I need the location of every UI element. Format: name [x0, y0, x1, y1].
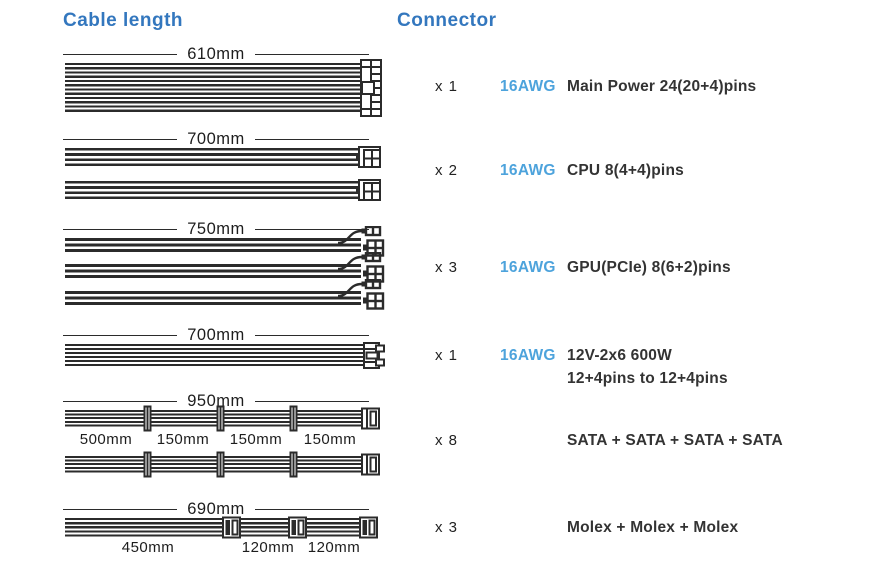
dim-dash-right: [254, 53, 369, 55]
atx-24pin-connector-icon: [360, 59, 382, 117]
connector-row-sata: x 8 SATA + SATA + SATA + SATA: [397, 432, 887, 452]
sata-inline-connector-icon: [288, 451, 299, 478]
dim-text: 750mm: [187, 219, 245, 238]
12v-2x6-cable: [65, 344, 365, 366]
connector-description: 12V-2x6 600W: [567, 347, 672, 364]
connector-row-main-power: x 1 16AWG Main Power 24(20+4)pins: [397, 78, 887, 98]
dim-dash-left: [63, 138, 178, 140]
segment-label: 500mm: [79, 431, 133, 448]
quantity-label: x 3: [435, 519, 459, 536]
gpu-pcie-pigtail-connector-icon: [338, 226, 385, 257]
dim-dash-left: [63, 508, 178, 510]
cpu-cable-2: [65, 181, 359, 199]
awg-label: 16AWG: [500, 78, 556, 95]
sata-inline-connector-icon: [288, 405, 299, 432]
dim-dash-left: [63, 53, 178, 55]
dim-dash-right: [254, 138, 369, 140]
segment-label: 450mm: [121, 539, 175, 556]
sata-inline-connector-icon: [142, 451, 153, 478]
connector-row-gpu: x 3 16AWG GPU(PCIe) 8(6+2)pins: [397, 259, 887, 279]
dim-dash-right: [254, 228, 369, 230]
cpu-cable-1: [65, 148, 359, 166]
12v-2x6-connector-icon: [362, 340, 386, 371]
molex-cable: [65, 518, 362, 537]
quantity-label: x 2: [435, 162, 459, 179]
quantity-label: x 1: [435, 78, 459, 95]
connector-description: CPU 8(4+4)pins: [567, 162, 684, 179]
gpu-cable-2: [65, 264, 361, 278]
dim-dash-right: [254, 508, 369, 510]
awg-label: 16AWG: [500, 347, 556, 364]
sata-end-connector-icon: [361, 452, 381, 477]
connector-row-molex: x 3 Molex + Molex + Molex: [397, 519, 887, 539]
sata-cable-2: [65, 456, 363, 473]
awg-label: 16AWG: [500, 162, 556, 179]
dim-text: 610mm: [187, 44, 245, 63]
connector-title: Connector: [397, 10, 497, 31]
connector-description-line2: 12+4pins to 12+4pins: [567, 370, 728, 387]
dim-text: 700mm: [187, 129, 245, 148]
molex-connector-icon: [359, 515, 379, 540]
molex-connector-icon: [222, 515, 242, 540]
connector-row-cpu: x 2 16AWG CPU 8(4+4)pins: [397, 162, 887, 182]
dim-label-main-power: 610mm: [63, 45, 369, 63]
connector-description: Main Power 24(20+4)pins: [567, 78, 757, 95]
cpu-8pin-connector-icon: [356, 178, 383, 202]
gpu-cable-3: [65, 291, 361, 305]
dim-label-12v2x6: 700mm: [63, 326, 369, 344]
dim-text: 700mm: [187, 325, 245, 344]
dim-label-molex: 690mm: [63, 500, 369, 518]
awg-label: 16AWG: [500, 259, 556, 276]
dim-dash-right: [254, 400, 369, 402]
gpu-pcie-pigtail-connector-icon: [338, 279, 385, 310]
sata-cable-1: [65, 410, 363, 427]
dim-text: 690mm: [187, 499, 245, 518]
connector-description: GPU(PCIe) 8(6+2)pins: [567, 259, 731, 276]
segment-label: 120mm: [307, 539, 361, 556]
sata-end-connector-icon: [361, 406, 381, 431]
dim-dash-left: [63, 228, 178, 230]
quantity-label: x 1: [435, 347, 459, 364]
segment-label: 150mm: [229, 431, 283, 448]
quantity-label: x 3: [435, 259, 459, 276]
connector-row-12v2x6: x 1 16AWG 12V-2x6 600W 12+4pins to 12+4p…: [397, 347, 887, 387]
cable-length-title: Cable length: [63, 10, 184, 31]
quantity-label: x 8: [435, 432, 459, 449]
dim-label-cpu: 700mm: [63, 130, 369, 148]
segment-label: 120mm: [241, 539, 295, 556]
sata-inline-connector-icon: [215, 405, 226, 432]
connector-description: SATA + SATA + SATA + SATA: [567, 432, 783, 449]
segment-label: 150mm: [156, 431, 210, 448]
dim-label-gpu: 750mm: [63, 220, 369, 238]
dim-dash-right: [254, 334, 369, 336]
sata-inline-connector-icon: [215, 451, 226, 478]
dim-label-sata: 950mm: [63, 392, 369, 410]
dim-dash-left: [63, 400, 178, 402]
segment-label: 150mm: [303, 431, 357, 448]
sata-inline-connector-icon: [142, 405, 153, 432]
connector-description: Molex + Molex + Molex: [567, 519, 739, 536]
molex-connector-icon: [288, 515, 308, 540]
gpu-cable-1: [65, 238, 361, 252]
gpu-pcie-pigtail-connector-icon: [338, 252, 385, 283]
dim-text: 950mm: [187, 391, 245, 410]
main-power-cable: [65, 63, 362, 112]
dim-dash-left: [63, 334, 178, 336]
cpu-8pin-connector-icon: [356, 145, 383, 169]
